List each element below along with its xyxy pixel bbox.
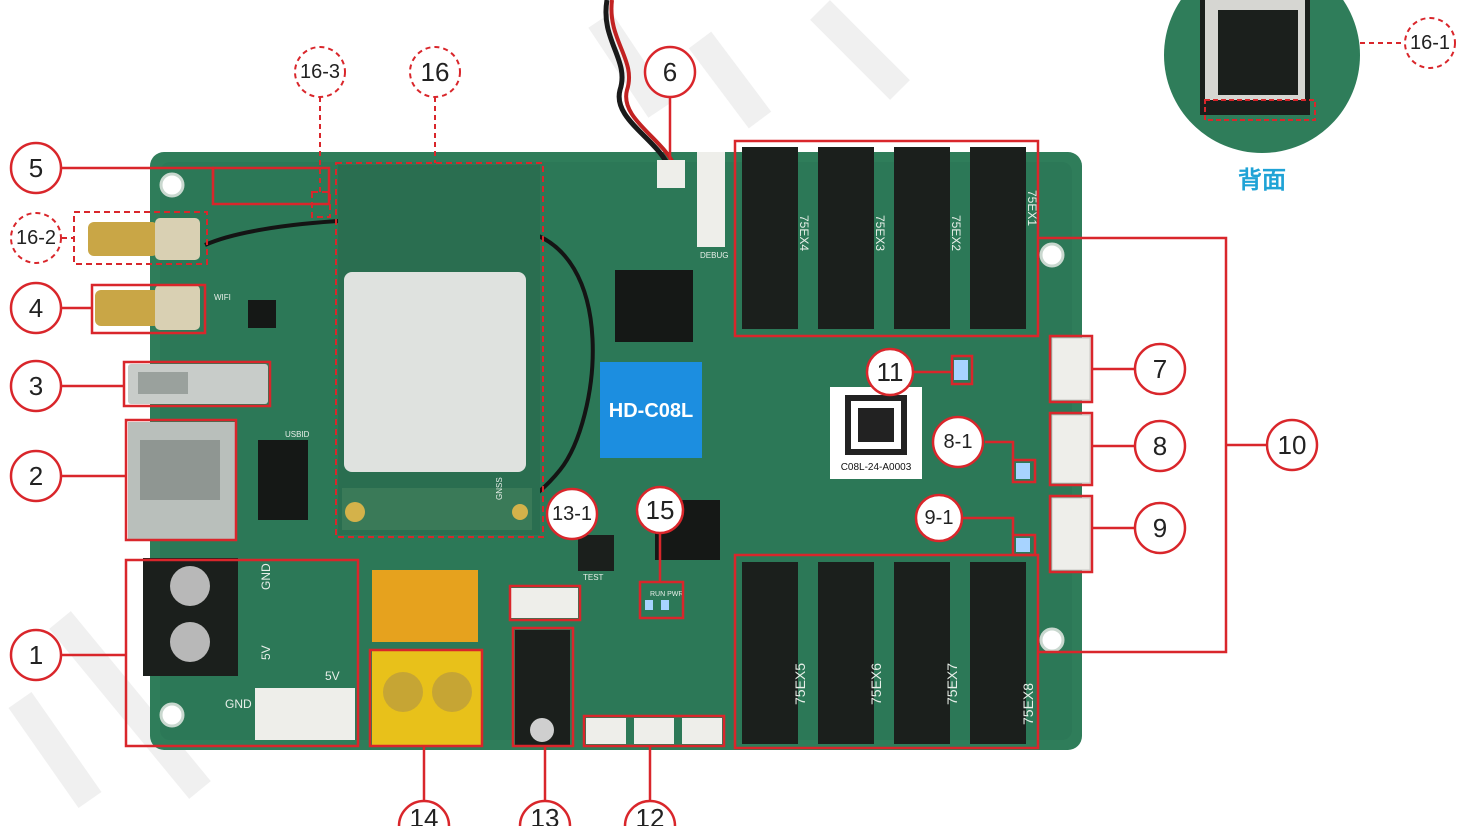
hub-connectors-bottom: [742, 562, 1026, 744]
callout-13: 13: [518, 799, 572, 826]
gnss-label: GNSS: [495, 477, 504, 500]
qr-label: C08L-24-A0003: [830, 387, 922, 479]
callout-label-1: 1: [29, 640, 43, 670]
callout-label-16-2: 16-2: [16, 227, 56, 249]
status-leds: [645, 360, 1030, 610]
gnd-top-label: GND: [259, 563, 273, 590]
callout-label-15: 15: [646, 495, 675, 525]
callout-8-1: 8-1: [931, 415, 985, 469]
qr-code-text: C08L-24-A0003: [841, 462, 912, 473]
hub-label-75ex7: 75EX7: [944, 663, 960, 705]
leader-lines-dashed: [62, 42, 1404, 239]
hub-label-75ex3: 75EX3: [873, 215, 887, 251]
callout-9-1: 9-1: [914, 493, 964, 543]
callout-4: 4: [9, 281, 63, 335]
power-cable: [603, 0, 673, 171]
usbid-label: USBID: [285, 430, 310, 439]
callout-15: 15: [635, 485, 685, 535]
temp-connector: [510, 588, 578, 618]
callout-label-8-1: 8-1: [944, 431, 973, 453]
callout-label-5: 5: [29, 153, 43, 183]
callout-14: 14: [397, 799, 451, 826]
callout-16: 16: [409, 46, 461, 98]
callout-label-11: 11: [877, 357, 904, 387]
callout-11: 11: [865, 347, 915, 397]
callout-16-2: 16-2: [10, 212, 62, 264]
run-pwr-label: RUN PWR: [650, 591, 683, 598]
debug-label: DEBUG: [700, 251, 728, 260]
watermark: [8, 0, 910, 809]
callout-label-9: 9: [1153, 513, 1167, 543]
leader-lines: [62, 97, 1266, 808]
relay: [372, 570, 482, 745]
callout-13-1: 13-1: [545, 487, 599, 541]
hub-label-75ex2: 75EX2: [949, 215, 963, 251]
callout-label-8: 8: [1153, 431, 1167, 461]
power-cable-red: [609, 0, 678, 171]
callout-8: 8: [1133, 419, 1187, 473]
small-chip-a: [258, 440, 308, 520]
gnd-bottom-label: GND: [225, 697, 252, 711]
audio-io-connectors: [586, 718, 722, 744]
callout-label-16: 16: [421, 57, 450, 87]
debug-connector: [697, 152, 725, 247]
callout-10: 10: [1265, 418, 1319, 472]
hub-label-75ex6: 75EX6: [868, 663, 884, 705]
callout-6: 6: [643, 45, 697, 99]
usb-port: [128, 364, 268, 404]
model-label: HD-C08L: [609, 400, 693, 422]
back-side-label: 背面: [1238, 166, 1286, 194]
callout-label-4: 4: [29, 293, 43, 323]
mounting-holes: [159, 172, 1065, 728]
main-chip-label: HD-C08L: [600, 362, 702, 458]
callout-label-14: 14: [410, 803, 439, 826]
callout-2: 2: [9, 449, 63, 503]
hub-label-75ex8: 75EX8: [1020, 683, 1036, 725]
callout-7: 7: [1133, 342, 1187, 396]
sma-connector-gnss: [88, 218, 200, 260]
callout-1: 1: [9, 628, 63, 682]
hub-label-75ex1: 75EX1: [1025, 190, 1039, 226]
callout-12: 12: [623, 799, 677, 826]
small-chip-b: [248, 300, 276, 328]
callout-label-3: 3: [29, 371, 43, 401]
fan-connector: [657, 160, 685, 188]
callout-label-7: 7: [1153, 354, 1167, 384]
callout-label-2: 2: [29, 461, 43, 491]
test-label: TEST: [583, 573, 604, 582]
callout-label-9-1: 9-1: [925, 507, 954, 529]
sensor-connectors: [1051, 337, 1091, 571]
callout-3: 3: [9, 359, 63, 413]
5v-connector: [255, 688, 355, 740]
audio-jack-hole: [530, 718, 554, 742]
5v-bottom-label: 5V: [325, 669, 340, 683]
callout-label-16-3: 16-3: [300, 61, 340, 83]
callout-label-13-1: 13-1: [552, 503, 592, 525]
back-side-inset: 背面: [1164, 0, 1360, 194]
cpu-chip: [615, 270, 693, 342]
callout-label-10: 10: [1278, 430, 1307, 460]
power-terminal: [143, 558, 238, 676]
callout-5: 5: [9, 141, 63, 195]
callout-label-12: 12: [636, 803, 665, 826]
5v-left-label: 5V: [259, 645, 273, 660]
hub-label-75ex4: 75EX4: [797, 215, 811, 251]
callout-label-16-1: 16-1: [1410, 32, 1450, 54]
callout-label-6: 6: [663, 57, 677, 87]
callout-16-1: 16-1: [1404, 17, 1456, 69]
sma-connector-wifi: [95, 285, 200, 330]
test-button: [578, 535, 614, 571]
antenna-cable: [204, 217, 595, 512]
ethernet-port: [128, 422, 236, 540]
hub-connectors-top: [742, 147, 1026, 329]
callout-16-3: 16-3: [294, 46, 346, 98]
callout-9: 9: [1133, 501, 1187, 555]
wifi-label: WIFI: [214, 293, 231, 302]
hub-label-75ex5: 75EX5: [792, 663, 808, 705]
callout-label-13: 13: [531, 803, 560, 826]
module-4g: [338, 165, 540, 535]
